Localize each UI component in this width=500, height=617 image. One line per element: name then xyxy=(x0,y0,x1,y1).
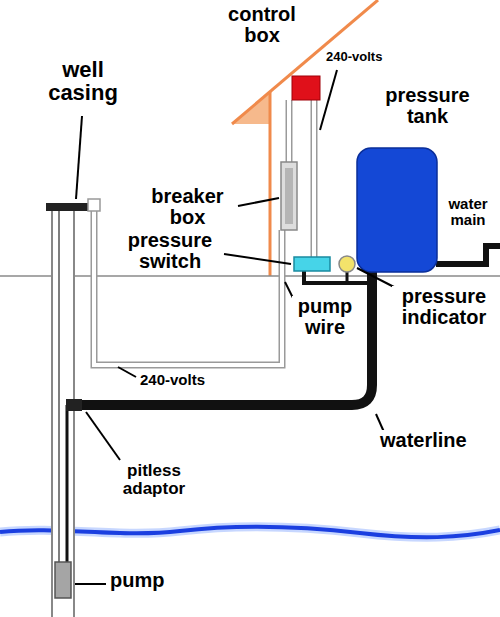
waterline-pipe xyxy=(76,270,372,405)
pump xyxy=(55,562,71,598)
drop-pipe xyxy=(66,405,69,562)
leader-lines xyxy=(75,70,394,584)
part-label: 240-volts xyxy=(326,50,382,64)
breaker-panel xyxy=(285,168,293,224)
house-wall xyxy=(269,92,272,276)
part-label: pressure tank xyxy=(375,85,480,127)
part-label: pump wire xyxy=(292,296,358,338)
wire-box xyxy=(88,199,100,211)
part-label: pressure indicator xyxy=(392,286,496,328)
part-label: pressure switch xyxy=(120,230,220,272)
conduit-outline xyxy=(94,100,314,365)
pitless-adaptor xyxy=(66,399,82,411)
part-label: breaker box xyxy=(140,186,235,228)
part-label: pitless adaptor xyxy=(112,462,196,498)
part-label: water main xyxy=(439,196,497,228)
well-casing xyxy=(52,210,74,617)
control-box xyxy=(292,76,320,100)
pressure-gauge xyxy=(339,256,355,272)
pressure-switch xyxy=(294,257,330,271)
conduit-fill xyxy=(94,100,314,365)
pump-wire xyxy=(58,211,60,562)
water-main-pipe xyxy=(436,246,500,264)
part-label: 240-volts xyxy=(140,372,205,388)
gauge-pipe xyxy=(346,272,349,283)
switch-pipe xyxy=(304,271,372,283)
part-label: control box xyxy=(222,4,302,46)
breaker-box xyxy=(281,162,297,230)
part-label: pump xyxy=(110,570,164,591)
part-label: waterline xyxy=(380,430,467,451)
pressure-tank xyxy=(357,148,437,272)
part-label: well casing xyxy=(28,58,138,104)
